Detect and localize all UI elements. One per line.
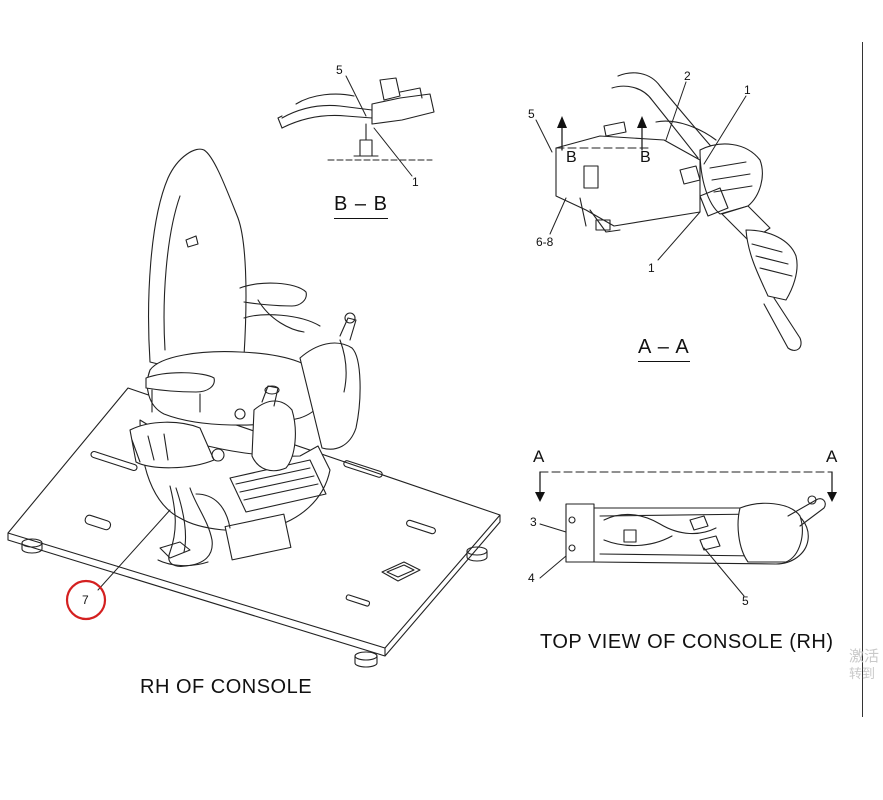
callout-top-3: 3 [530, 515, 537, 529]
page-border-right [862, 42, 863, 717]
callout-a-1-bottom: 1 [648, 261, 655, 275]
marker-a-right: A [826, 447, 839, 466]
marker-b-left: B [566, 149, 578, 166]
section-title-a-a: A – A [638, 336, 690, 362]
callout-a-6-8: 6-8 [536, 235, 554, 249]
right-console [129, 312, 361, 567]
callout-a-5: 5 [528, 107, 535, 121]
callout-b-5: 5 [336, 63, 343, 77]
callout-a-2: 2 [684, 69, 691, 83]
watermark: 激活 转到 [849, 647, 879, 683]
marker-b-right: B [640, 149, 652, 166]
section-a-a [535, 72, 802, 351]
detail-b-b [277, 75, 435, 177]
caption-rh-console: RH OF CONSOLE [140, 676, 313, 698]
callout-top-4: 4 [528, 571, 535, 585]
top-view-console [535, 471, 837, 597]
callout-main-7: 7 [82, 593, 89, 607]
callout-top-5: 5 [742, 594, 749, 608]
operator-seat [139, 148, 331, 561]
highlight-circle-item-7 [65, 579, 107, 621]
marker-a-left: A [533, 447, 546, 466]
caption-top-view: TOP VIEW OF CONSOLE (RH) [540, 631, 834, 653]
callout-a-1-top: 1 [744, 83, 751, 97]
section-title-b-b: B – B [334, 193, 388, 219]
callout-b-1: 1 [412, 175, 419, 189]
